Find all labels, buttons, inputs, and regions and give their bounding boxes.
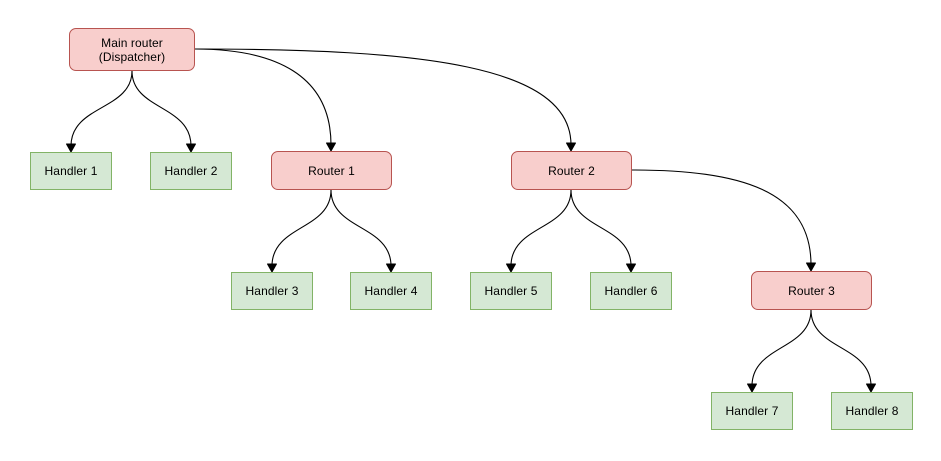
edge-router-2-to-handler-6 <box>570 189 632 267</box>
edge-main-to-router-1 <box>194 48 332 146</box>
edge-router-3-to-handler-8 <box>810 309 872 387</box>
edge-main-to-handler-2 <box>131 70 192 147</box>
edge-main-to-router-2 <box>194 48 572 146</box>
edge-router-2-to-router-3 <box>631 169 812 266</box>
node-handler-5[interactable]: Handler 5 <box>470 272 552 310</box>
node-handler-7[interactable]: Handler 7 <box>711 392 793 430</box>
edge-router-2-to-handler-5-arrowhead <box>506 263 516 273</box>
edge-main-to-router-2-arrowhead <box>566 142 576 152</box>
node-main-router[interactable]: Main router (Dispatcher) <box>69 28 195 71</box>
node-handler-3[interactable]: Handler 3 <box>231 272 313 310</box>
node-router-3[interactable]: Router 3 <box>751 271 872 310</box>
edge-router-3-to-handler-7-arrowhead <box>747 383 757 393</box>
node-handler-2[interactable]: Handler 2 <box>150 152 232 190</box>
node-handler-1[interactable]: Handler 1 <box>30 152 112 190</box>
node-handler-8[interactable]: Handler 8 <box>831 392 913 430</box>
edge-router-2-to-handler-5 <box>510 189 572 267</box>
node-handler-6[interactable]: Handler 6 <box>590 272 672 310</box>
node-router-1[interactable]: Router 1 <box>271 151 392 190</box>
edge-main-to-handler-1 <box>70 70 133 147</box>
edge-main-to-router-1-arrowhead <box>326 142 336 152</box>
edge-main-to-handler-1-arrowhead <box>66 143 76 153</box>
edge-router-1-to-handler-3-arrowhead <box>267 263 277 273</box>
edge-router-1-to-handler-4 <box>330 189 392 267</box>
edge-router-1-to-handler-4-arrowhead <box>386 263 396 273</box>
edge-router-2-to-router-3-arrowhead <box>806 262 816 272</box>
edge-main-to-handler-2-arrowhead <box>186 143 196 153</box>
node-router-2[interactable]: Router 2 <box>511 151 632 190</box>
edges-group <box>66 48 876 393</box>
edge-router-3-to-handler-7 <box>751 309 812 387</box>
edge-router-3-to-handler-8-arrowhead <box>866 383 876 393</box>
node-handler-4[interactable]: Handler 4 <box>350 272 432 310</box>
edge-router-1-to-handler-3 <box>271 189 332 267</box>
edge-router-2-to-handler-6-arrowhead <box>626 263 636 273</box>
